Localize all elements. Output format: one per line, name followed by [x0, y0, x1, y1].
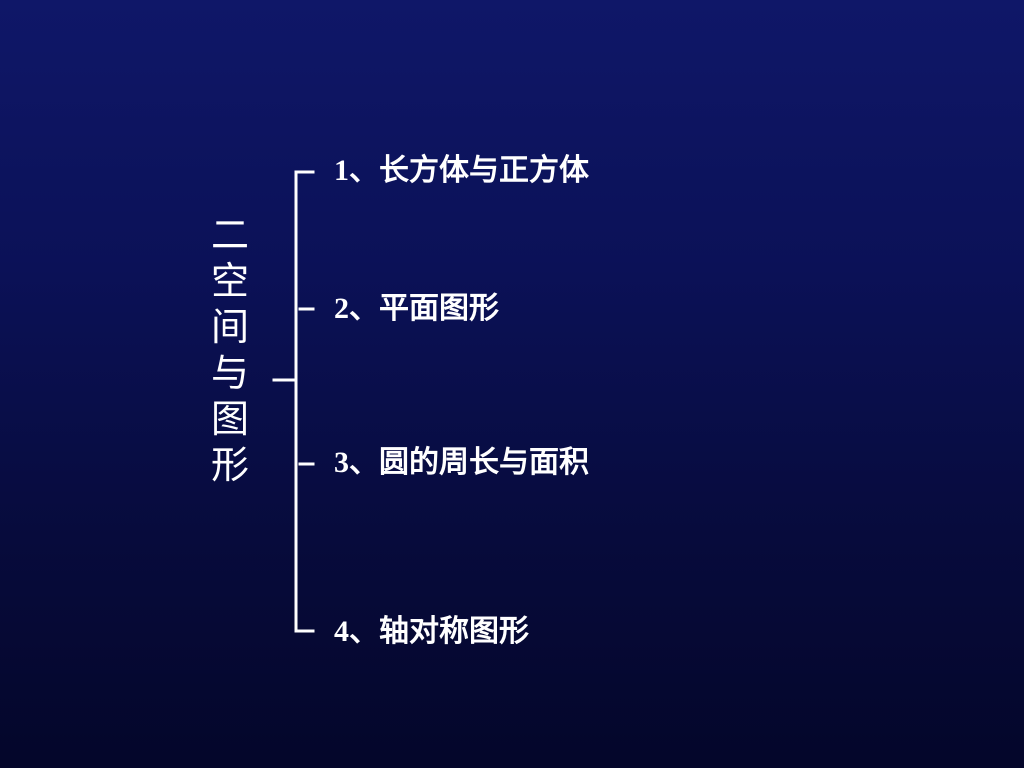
topic-item-4: 4、轴对称图形 [334, 615, 529, 648]
topic-item-1: 1、长方体与正方体 [334, 154, 589, 187]
topic-item-3: 3、圆的周长与面积 [334, 446, 589, 479]
section-title-vertical: 二 空间与图形 [210, 213, 249, 487]
topic-item-2: 2、平面图形 [334, 292, 499, 325]
